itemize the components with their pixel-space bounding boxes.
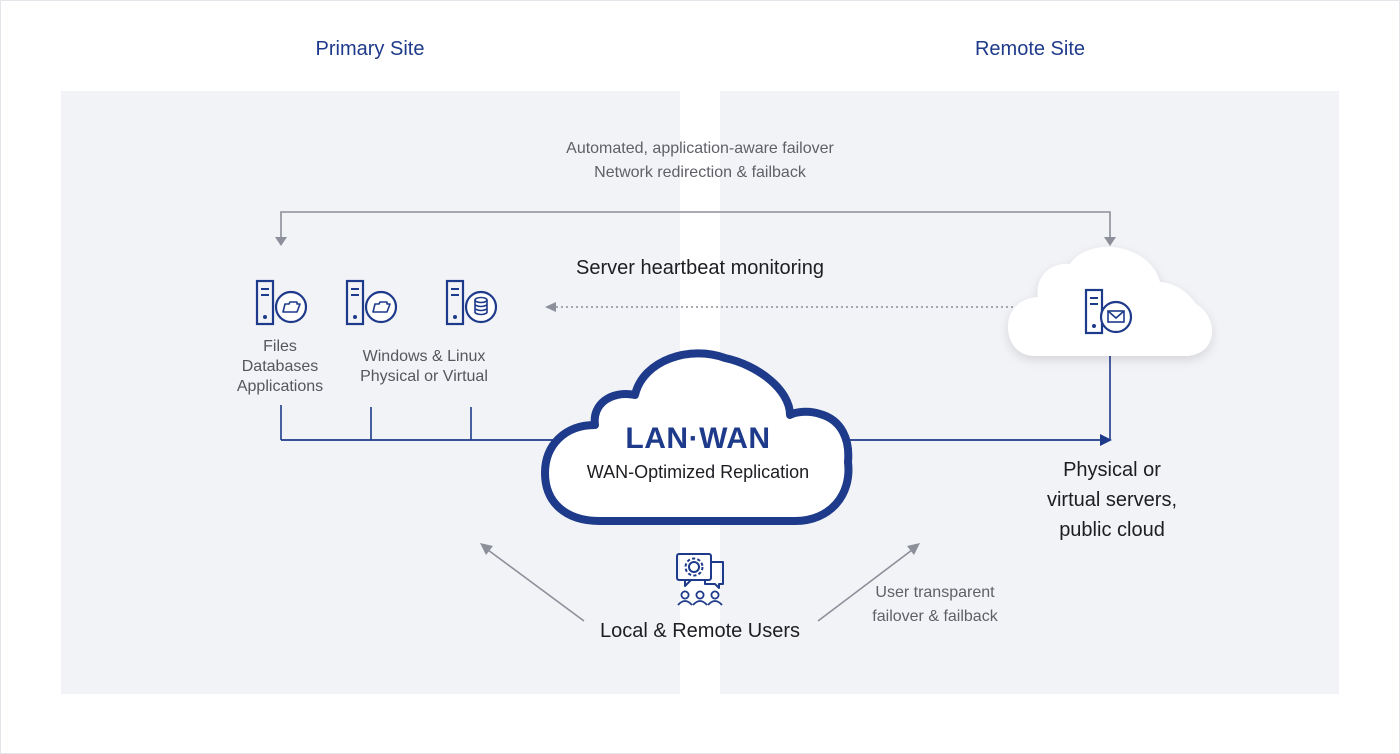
- destination-caption-line: Physical or: [1063, 459, 1161, 481]
- lan-wan-subtitle: WAN-Optimized Replication: [586, 462, 810, 482]
- os-caption: Windows & Linux Physical or Virtual: [324, 347, 524, 387]
- primary-site-title: Primary Site: [315, 38, 425, 60]
- remote-site-title: Remote Site: [974, 38, 1086, 60]
- remote-cloud-icon: [1008, 246, 1212, 356]
- destination-caption: Physical or virtual servers, public clou…: [1012, 455, 1212, 545]
- users-label: Local & Remote Users: [599, 620, 801, 642]
- server-folder-icon: [255, 279, 308, 326]
- destination-caption-line: virtual servers,: [1046, 489, 1178, 511]
- heartbeat-label: Server heartbeat monitoring: [576, 257, 824, 279]
- os-caption-line: Windows & Linux: [362, 348, 486, 365]
- failover-caption: Automated, application-aware failover Ne…: [450, 137, 950, 185]
- users-arrows: [480, 543, 920, 622]
- lan-wan-title: LAN·WAN: [625, 422, 771, 455]
- files-caption: Files Databases Applications: [200, 337, 360, 397]
- transparent-caption-line: User transparent: [875, 584, 995, 601]
- failover-caption-line: Automated, application-aware failover: [566, 140, 834, 157]
- destination-caption-line: public cloud: [1059, 519, 1165, 541]
- files-caption-line: Files: [263, 338, 297, 355]
- users-support-icon: [676, 553, 724, 606]
- lan-wan-cloud-icon: [541, 349, 853, 525]
- failover-arrow: [275, 211, 1116, 246]
- server-mail-icon: [1084, 288, 1133, 335]
- os-caption-line: Physical or Virtual: [360, 368, 488, 385]
- transparent-caption-line: failover & failback: [872, 608, 998, 625]
- files-caption-line: Applications: [236, 378, 324, 395]
- primary-site-panel: [61, 91, 680, 694]
- remote-site-panel: [720, 91, 1339, 694]
- failover-caption-line: Network redirection & failback: [594, 164, 806, 181]
- heartbeat-arrow: [545, 302, 1013, 312]
- server-folder-icon: [345, 279, 398, 326]
- server-database-icon: [445, 279, 498, 326]
- files-caption-line: Databases: [241, 358, 319, 375]
- transparent-failover-caption: User transparent failover & failback: [835, 581, 1035, 629]
